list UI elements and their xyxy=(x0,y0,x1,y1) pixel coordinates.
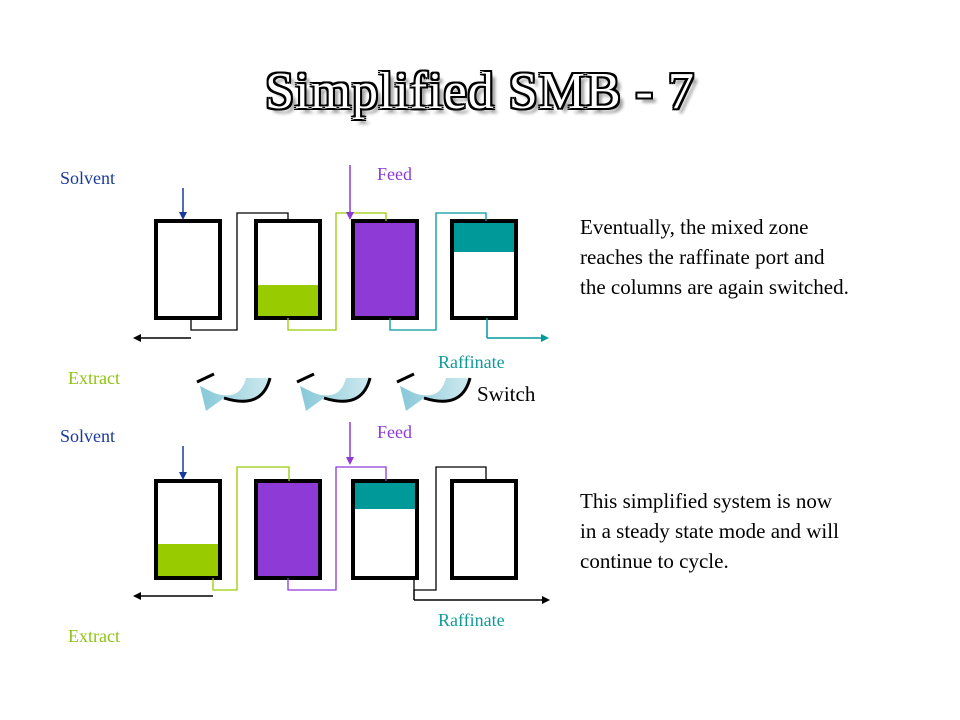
top-raffinate-label: Raffinate xyxy=(438,352,505,372)
bottom-connector-3-4 xyxy=(413,466,487,591)
bottom-extract-arrowhead xyxy=(133,592,141,600)
top-feed-arrowhead xyxy=(346,212,354,220)
top-connector-3-4 xyxy=(389,212,487,331)
bottom-description-line: This simplified system is now xyxy=(580,489,832,513)
top-row xyxy=(133,165,549,342)
bottom-description: This simplified system is now in a stead… xyxy=(580,486,839,576)
top-connector-2-3 xyxy=(287,212,387,331)
bottom-column-4 xyxy=(450,479,518,580)
bottom-connector-2-3 xyxy=(287,466,387,591)
bottom-col1-fill xyxy=(158,544,220,576)
switch-arrow-3 xyxy=(396,372,472,411)
top-column-4 xyxy=(450,219,518,320)
top-extract-label: Extract xyxy=(68,368,120,388)
top-col4-fill xyxy=(454,223,516,252)
top-description: Eventually, the mixed zone reaches the r… xyxy=(580,212,849,302)
top-description-line: reaches the raffinate port and xyxy=(580,245,825,269)
top-column-1 xyxy=(154,219,222,320)
top-extract-arrowhead xyxy=(133,334,141,342)
top-solvent-label: Solvent xyxy=(60,168,116,188)
bottom-feed-label: Feed xyxy=(377,422,412,442)
switch-arrow-2 xyxy=(296,372,372,411)
top-description-line: Eventually, the mixed zone xyxy=(580,215,809,239)
top-col2-fill xyxy=(258,285,318,316)
bottom-solvent-arrowhead xyxy=(179,472,187,480)
bottom-connector-1-2 xyxy=(212,466,290,591)
switch-label: Switch xyxy=(477,382,536,406)
bottom-description-line: in a steady state mode and will xyxy=(580,519,839,543)
bottom-raffinate-arrowhead xyxy=(542,596,550,604)
top-solvent-arrowhead xyxy=(179,212,187,220)
bottom-col2-fill xyxy=(258,483,318,576)
bottom-column-3 xyxy=(351,479,419,580)
bottom-col3-fill xyxy=(355,483,417,509)
top-feed-label: Feed xyxy=(377,164,412,184)
top-description-line: the columns are again switched. xyxy=(580,275,849,299)
top-column-3 xyxy=(351,219,419,320)
bottom-column-1 xyxy=(154,479,222,580)
top-connector-1-2 xyxy=(190,212,289,331)
bottom-row xyxy=(133,422,550,604)
switch-arrows xyxy=(196,372,472,411)
bottom-description-line: continue to cycle. xyxy=(580,549,729,573)
top-raffinate-arrowhead xyxy=(541,334,549,342)
bottom-raffinate-label: Raffinate xyxy=(438,610,505,630)
bottom-feed-arrowhead xyxy=(346,457,354,465)
bottom-solvent-label: Solvent xyxy=(60,426,116,446)
bottom-extract-label: Extract xyxy=(68,626,120,646)
top-col3-fill xyxy=(355,223,417,316)
page-title: Simplified SMB - 7 xyxy=(265,63,695,120)
switch-arrow-1 xyxy=(196,372,272,411)
